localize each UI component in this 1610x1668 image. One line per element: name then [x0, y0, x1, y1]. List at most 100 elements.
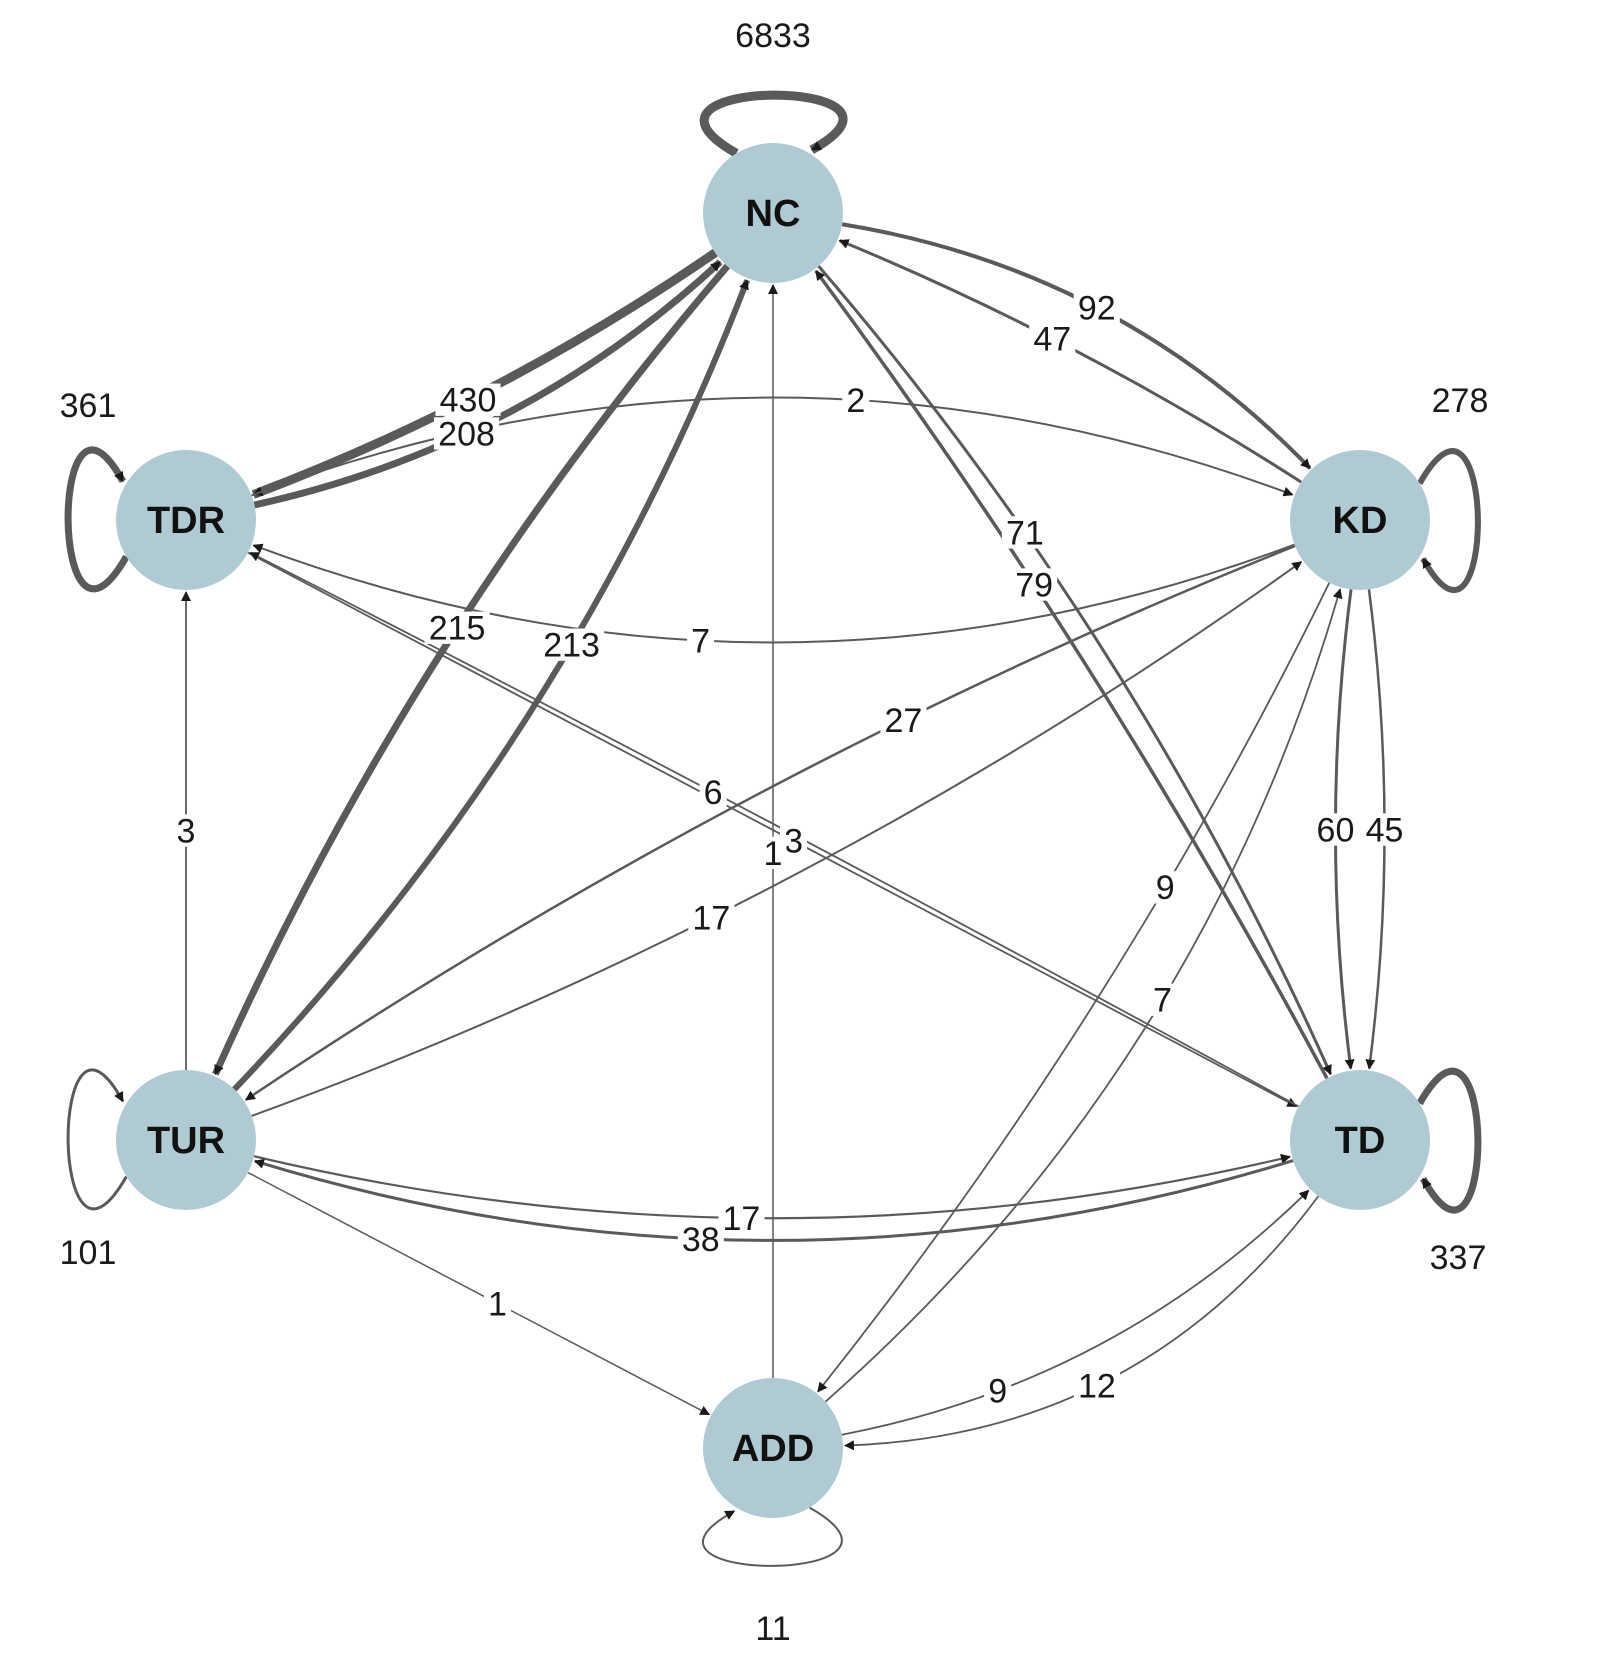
- edge-add-to-kd-18: [824, 588, 1343, 1403]
- edge-tur-to-add-23: [247, 1171, 711, 1416]
- edge-label-td-tur-21: 38: [682, 1221, 720, 1259]
- edge-label-add-kd-18-bg: [1148, 983, 1176, 1016]
- self-loop-kd: [1417, 448, 1481, 593]
- edge-label-td-add-24-bg: [1073, 1369, 1120, 1402]
- edge-label-td-tur-21-bg: [677, 1222, 724, 1256]
- edge-label-tur-kd-10-bg: [688, 901, 735, 934]
- edge-kd-to-tdr-5: [252, 543, 1295, 644]
- edge-label-tur-td-19-bg: [718, 1201, 765, 1235]
- node-label-nc: NC: [746, 193, 801, 235]
- edge-kd-to-tur-17: [244, 544, 1296, 1101]
- edge-nc-to-kd-2: [841, 222, 1312, 470]
- edge-label-tur-tdr-12: 3: [177, 812, 196, 850]
- self-loop-label-tdr-bg: [55, 388, 121, 422]
- node-label-td: TD: [1335, 1120, 1386, 1162]
- edge-label-add-td-22-bg: [984, 1374, 1012, 1407]
- edge-label-kd-tdr-5-bg: [687, 624, 715, 657]
- self-loop-label-nc-bg: [730, 18, 816, 52]
- edge-label-td-tdr-16-bg: [699, 776, 727, 809]
- node-tdr: [116, 450, 256, 590]
- edge-label-kd-td-14: 60: [1317, 811, 1355, 849]
- edge-label-tur-add-23-bg: [483, 1287, 512, 1320]
- self-loop-label-kd-bg: [1427, 383, 1493, 417]
- self-loop-label-add-bg: [749, 1611, 797, 1645]
- edge-kd-to-nc-3: [838, 239, 1302, 484]
- node-label-kd: KD: [1333, 500, 1388, 542]
- edge-label-nc-tur-7: 215: [429, 610, 486, 648]
- edge-label-kd-add-20: 9: [1156, 869, 1175, 907]
- edge-label-tur-nc-6: 213: [543, 627, 600, 665]
- edge-label-tur-td-19: 17: [723, 1200, 761, 1238]
- node-label-tur: TUR: [147, 1120, 225, 1162]
- node-nc: [703, 143, 843, 283]
- edge-label-kd-tur-17: 27: [885, 702, 923, 740]
- edge-label-nc-kd-2-bg: [1073, 291, 1120, 324]
- edge-label-tdr-kd-4: 2: [846, 382, 865, 420]
- edge-label-tur-kd-10: 17: [692, 900, 730, 938]
- self-loop-label-nc: 6833: [735, 17, 811, 55]
- edge-nc-to-td-8: [817, 265, 1333, 1076]
- edge-label-kd-tur-17-bg: [880, 703, 927, 737]
- edge-label-kd-nc-3-bg: [1029, 322, 1076, 355]
- self-loop-tur: [66, 1068, 128, 1211]
- self-loop-label-tdr: 361: [60, 387, 117, 425]
- edge-label-kd-add-20-bg: [1151, 871, 1179, 904]
- edge-label-td-nc-9: 79: [1015, 566, 1053, 604]
- edge-label-add-nc-13-bg: [759, 836, 787, 870]
- self-loop-label-add: 11: [755, 1610, 790, 1648]
- edge-label-add-td-22: 9: [988, 1373, 1007, 1411]
- node-add: [703, 1378, 843, 1518]
- edge-label-kd-td-15-bg: [1361, 813, 1408, 846]
- edge-label-nc-td-8: 71: [1006, 514, 1044, 552]
- edge-nc-to-tdr-1: [251, 248, 718, 499]
- edge-td-to-tdr-16: [249, 551, 1300, 1108]
- edge-label-tdr-td-11: 3: [784, 823, 803, 861]
- self-loop-label-tur: 101: [60, 1234, 117, 1272]
- edge-tdr-to-kd-4: [251, 396, 1294, 497]
- edge-label-td-add-24: 12: [1078, 1367, 1116, 1405]
- edge-label-nc-td-8-bg: [1001, 516, 1048, 549]
- edge-kd-to-add-20: [817, 582, 1331, 1393]
- edge-tur-to-td-19: [253, 1153, 1291, 1220]
- edge-label-kd-td-14-bg: [1312, 813, 1359, 846]
- self-loop-label-kd: 278: [1432, 382, 1489, 420]
- edge-label-add-nc-13: 1: [764, 835, 783, 873]
- edge-label-add-kd-18: 7: [1153, 982, 1172, 1020]
- self-loop-label-td: 337: [1430, 1239, 1487, 1277]
- edge-label-tdr-nc-0-bg: [433, 417, 500, 450]
- edge-td-to-tur-21: [253, 1158, 1294, 1242]
- edge-label-tdr-nc-0: 208: [438, 415, 495, 453]
- self-loop-add: [702, 1506, 843, 1567]
- node-label-tdr: TDR: [147, 500, 225, 542]
- node-label-add: ADD: [732, 1428, 814, 1470]
- edge-tdr-to-td-11: [247, 551, 1298, 1108]
- edge-label-td-nc-9-bg: [1011, 568, 1058, 601]
- edge-label-td-tdr-16: 6: [704, 774, 723, 812]
- node-kd: [1290, 450, 1430, 590]
- edge-label-tdr-kd-4-bg: [842, 383, 870, 417]
- edge-label-nc-tdr-1-bg: [435, 383, 501, 416]
- edge-tur-to-kd-10: [251, 561, 1303, 1117]
- edge-label-kd-tdr-5: 7: [691, 622, 710, 660]
- edge-label-kd-td-15: 45: [1366, 811, 1404, 849]
- self-loop-nc: [699, 90, 848, 158]
- edge-tur-to-nc-6: [232, 279, 750, 1092]
- nodes-layer: NC TDR KD TUR TD ADD: [116, 143, 1430, 1518]
- self-loop-td: [1416, 1067, 1482, 1214]
- self-loop-label-tur-bg: [55, 1235, 121, 1269]
- self-loop-tdr: [64, 446, 130, 593]
- edge-label-nc-tdr-1: 430: [440, 382, 497, 420]
- edge-label-tur-add-23: 1: [488, 1285, 507, 1323]
- node-tur: [116, 1070, 256, 1210]
- edge-td-to-nc-9: [814, 269, 1329, 1080]
- edge-label-tur-nc-6-bg: [539, 628, 605, 661]
- node-td: [1290, 1070, 1430, 1210]
- edge-add-to-td-22: [841, 1189, 1310, 1436]
- edge-tdr-to-nc-0: [253, 259, 723, 509]
- edge-nc-to-tur-7: [212, 263, 731, 1076]
- edge-label-nc-tur-7-bg: [424, 611, 490, 644]
- edge-label-tur-tdr-12-bg: [172, 814, 200, 847]
- edge-label-nc-kd-2: 92: [1078, 290, 1116, 328]
